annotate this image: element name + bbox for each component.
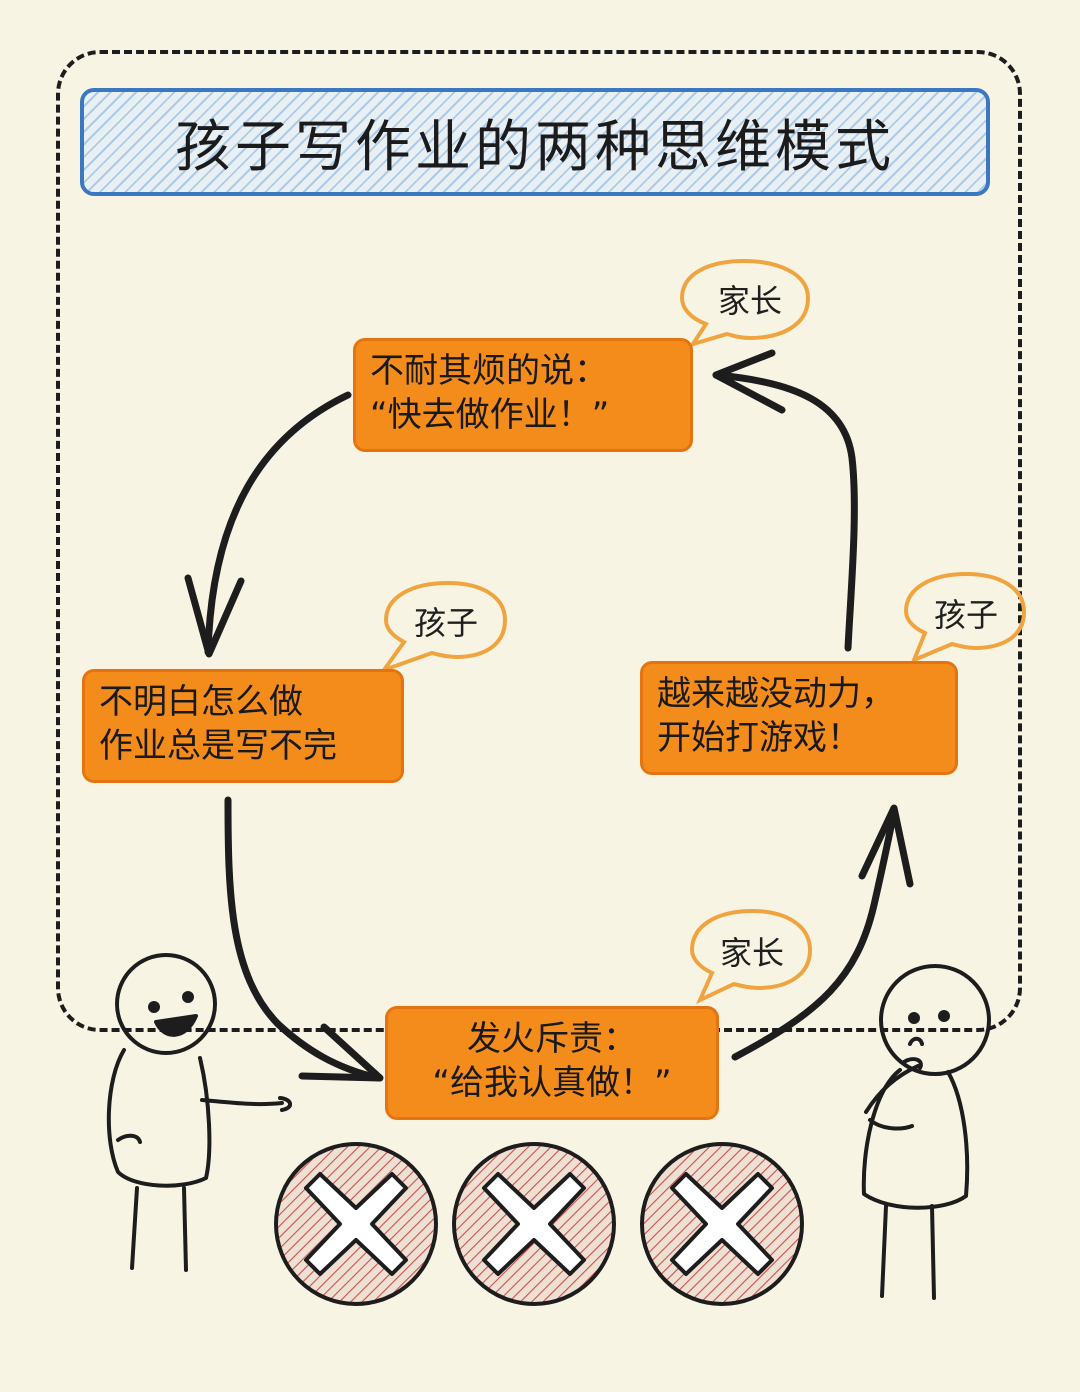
speech-bubble-right (903, 571, 1027, 664)
arrow-top-to-left (184, 391, 352, 658)
node-text-line: “快去做作业！” (370, 395, 610, 435)
x-mark-icon (274, 1142, 438, 1306)
node-box-top: 不耐其烦的说： “快去做作业！” (353, 338, 693, 452)
stick-figure-thinking (861, 964, 991, 1300)
page-title: 孩子写作业的两种思维模式 (175, 114, 895, 180)
arrow-left-to-bottom (224, 796, 384, 1082)
speaker-label-top: 家长 (717, 282, 782, 320)
speaker-label-left: 孩子 (413, 604, 478, 642)
x-mark-icon (452, 1142, 616, 1306)
node-box-right: 越来越没动力， 开始打游戏！ (640, 661, 958, 775)
arrow-right-to-top (712, 349, 858, 652)
speech-bubble-left (378, 580, 508, 675)
node-text-line: “给我认真做！” (432, 1063, 672, 1103)
node-text-line: 开始打游戏！ (657, 718, 861, 758)
node-text-line: 不明白怎么做 (99, 682, 303, 722)
speech-bubble-bottom (689, 908, 813, 1005)
node-box-left: 不明白怎么做 作业总是写不完 (82, 669, 404, 783)
node-box-bottom: 发火斥责： “给我认真做！” (385, 1006, 719, 1120)
node-text-line: 不耐其烦的说： (370, 351, 608, 391)
node-text-line: 作业总是写不完 (99, 726, 337, 766)
speech-bubble-top (679, 258, 811, 348)
stick-figure-happy (106, 953, 292, 1272)
speaker-label-bottom: 家长 (719, 934, 784, 972)
x-mark-icon (640, 1142, 804, 1306)
speaker-label-right: 孩子 (933, 596, 998, 634)
node-text-line: 越来越没动力， (657, 674, 895, 714)
node-text-line: 发火斥责： (467, 1019, 637, 1059)
title-banner: 孩子写作业的两种思维模式 (80, 88, 990, 196)
arrow-bottom-to-right (731, 804, 914, 1061)
